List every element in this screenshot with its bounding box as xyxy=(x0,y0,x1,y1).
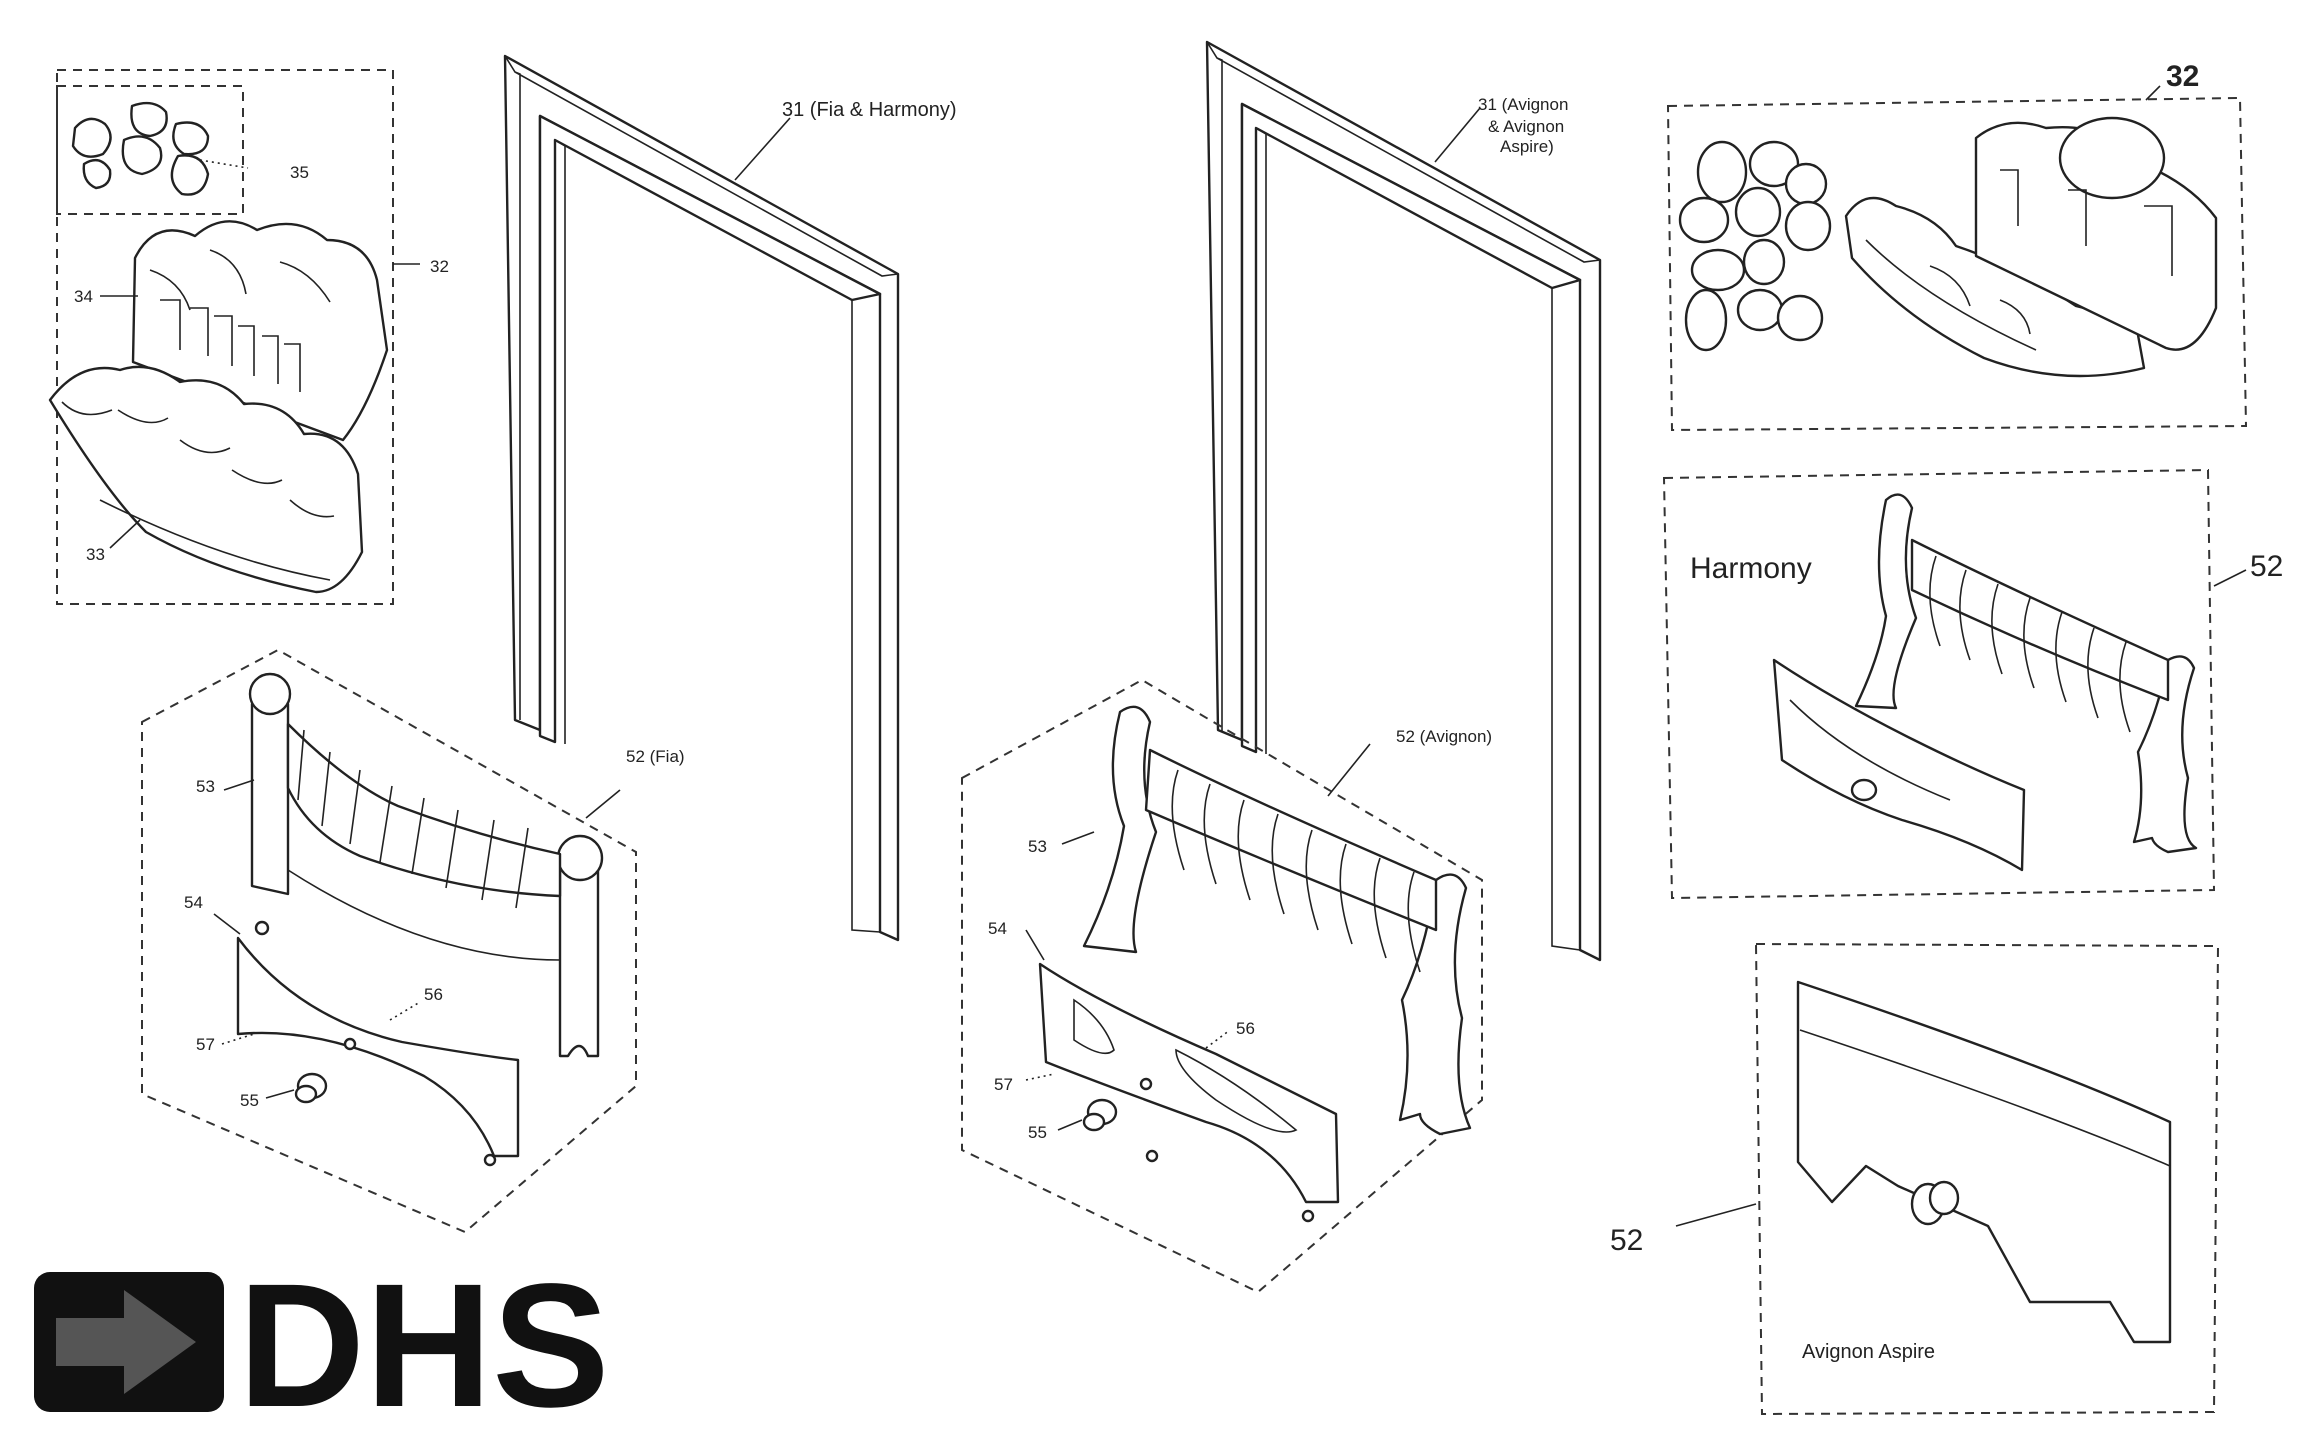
fret-avignon-knob-part xyxy=(1082,1098,1118,1132)
fret-avignon-front-part xyxy=(1038,962,1340,1223)
callout-31-avignon-1: 31 (Avignon xyxy=(1478,95,1568,114)
fret-fia-callout-set: 52 (Fia) xyxy=(626,747,685,766)
fret-fia-grate-part xyxy=(248,672,604,1058)
fret-fia-callout-54: 54 xyxy=(184,893,203,912)
fret-harmony-title: Harmony xyxy=(1690,552,1812,585)
fret-avignon-callout-56: 56 xyxy=(1236,1019,1255,1038)
pebble-kit-box xyxy=(1666,96,2248,432)
fret-avignon-grate-part xyxy=(1082,705,1472,1136)
callout-34: 34 xyxy=(74,287,93,306)
fret-fia-callout-57: 57 xyxy=(196,1035,215,1054)
pebble-back-part xyxy=(1974,116,2218,351)
fret-avignon-callout-55: 55 xyxy=(1028,1123,1047,1142)
logo-arrow-icon xyxy=(56,1290,196,1394)
fret-aspire-box xyxy=(1754,942,2220,1416)
dhs-logo: DHS xyxy=(34,1248,610,1436)
leader-31-fia xyxy=(734,117,791,181)
pebbles-part xyxy=(1678,140,1832,352)
callout-35: 35 xyxy=(290,163,309,182)
fret-harmony-box xyxy=(1662,468,2216,900)
fret-avignon-aspire-group: Avignon Aspire 52 xyxy=(1610,942,2220,1416)
fret-fia-front-part xyxy=(236,920,520,1167)
callout-33: 33 xyxy=(86,545,105,564)
callout-32-left: 32 xyxy=(430,257,449,276)
fret-harmony-front-part xyxy=(1772,658,2026,872)
small-coals-box xyxy=(56,85,244,215)
fret-aspire-title: Avignon Aspire xyxy=(1802,1341,1935,1363)
fret-avignon-callout-54: 54 xyxy=(988,919,1007,938)
fret-fia-callout-53: 53 xyxy=(196,777,215,796)
fret-fia-group: 52 (Fia) 53 54 56 57 55 xyxy=(141,648,685,1234)
fret-harmony-callout-52: 52 xyxy=(2250,550,2283,583)
callout-31-avignon-3: Aspire) xyxy=(1500,137,1554,156)
fret-avignon-callout-53: 53 xyxy=(1028,837,1047,856)
callout-31-fia-harmony: 31 (Fia & Harmony) xyxy=(782,99,957,121)
fret-avignon-callout-57: 57 xyxy=(994,1075,1013,1094)
fret-avignon-callout-set: 52 (Avignon) xyxy=(1396,727,1492,746)
fret-fia-callout-56: 56 xyxy=(424,985,443,1004)
fret-harmony-group: Harmony 52 xyxy=(1662,468,2283,900)
frame-avignon-part xyxy=(1205,40,1602,962)
pebble-kit-group: 32 xyxy=(1666,60,2248,432)
fret-aspire-callout-52: 52 xyxy=(1610,1224,1643,1257)
fret-aspire-plate-part xyxy=(1796,980,2172,1344)
frame-fia-harmony-part xyxy=(503,54,900,942)
fret-avignon-box xyxy=(961,678,1483,1294)
callout-32-right: 32 xyxy=(2166,60,2199,93)
coal-kit-group: 35 34 33 32 xyxy=(48,69,449,605)
fret-harmony-grate-part xyxy=(1854,493,2198,854)
small-coals-part xyxy=(71,101,210,196)
leader-31-avignon xyxy=(1434,107,1481,163)
fret-fia-callout-55: 55 xyxy=(240,1091,259,1110)
coal-bed-part-33 xyxy=(48,365,364,594)
fret-avignon-group: 52 (Avignon) 53 54 56 57 55 xyxy=(961,678,1492,1294)
logo-wordmark: DHS xyxy=(238,1248,610,1436)
fret-fia-knob-part xyxy=(294,1072,328,1104)
coal-kit-box xyxy=(56,69,394,605)
callout-31-avignon-2: & Avignon xyxy=(1488,117,1564,136)
